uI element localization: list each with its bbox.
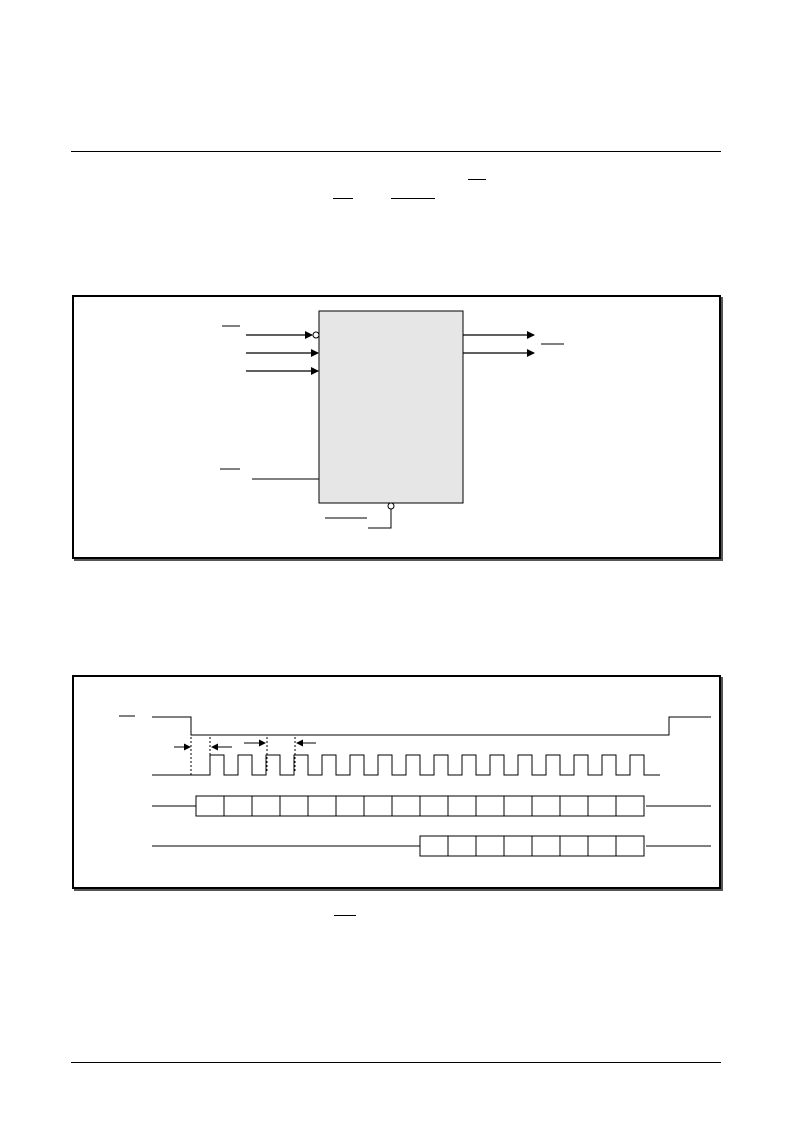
data-in-cell-6 [335, 795, 365, 817]
data-out-cell-5 [531, 835, 561, 857]
overbar-mark-2 [333, 198, 353, 199]
data-in-cell-14 [559, 795, 589, 817]
timing-diagram-frame [72, 675, 721, 889]
data-in-cell-16 [615, 795, 645, 817]
overbar-mark-3 [391, 198, 435, 199]
data-out-cells [419, 835, 645, 857]
overbar-mark-4 [334, 915, 356, 916]
data-in-cell-7 [363, 795, 393, 817]
footer-rule [71, 1062, 721, 1063]
data-in-cell-4 [279, 795, 309, 817]
block-diagram-svg [220, 310, 564, 529]
data-in-cell-3 [251, 795, 281, 817]
data-out-cell-8 [615, 835, 645, 857]
timing-diagram-svg [119, 715, 711, 857]
block-diagram-frame [72, 295, 721, 559]
data-in-cell-13 [531, 795, 561, 817]
bottom-pin-line [368, 509, 392, 529]
select-waveform [152, 716, 711, 736]
overbar-mark-1 [468, 179, 486, 180]
data-out-cell-7 [587, 835, 617, 857]
data-out-cell-6 [559, 835, 589, 857]
input-1-bubble [312, 331, 320, 339]
data-in-cell-8 [391, 795, 421, 817]
data-out-cell-4 [503, 835, 533, 857]
bottom-pin-bubble [387, 502, 395, 510]
clock-waveform [152, 754, 660, 776]
data-in-cell-11 [475, 795, 505, 817]
data-in-cells [195, 795, 645, 817]
data-in-cell-5 [307, 795, 337, 817]
data-in-cell-12 [503, 795, 533, 817]
data-in-cell-9 [419, 795, 449, 817]
data-in-cell-10 [447, 795, 477, 817]
data-out-cell-2 [447, 835, 477, 857]
function-block [318, 310, 464, 504]
data-out-cell-3 [475, 835, 505, 857]
data-out-cell-1 [419, 835, 449, 857]
data-in-cell-15 [587, 795, 617, 817]
header-rule [71, 151, 721, 152]
data-in-cell-1 [195, 795, 225, 817]
data-in-cell-2 [223, 795, 253, 817]
